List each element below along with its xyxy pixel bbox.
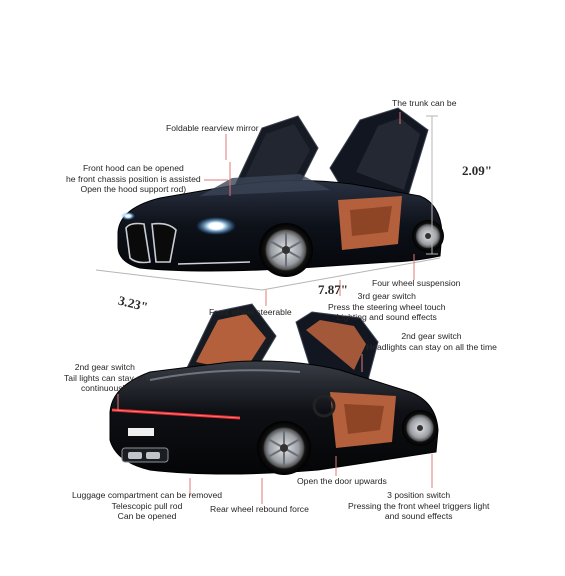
dimension-lines [95,115,441,291]
label-front-hood: Front hood can be opened he front chassi… [66,163,201,194]
label-rear-wheel-rebound: Rear wheel rebound force [210,504,309,514]
label-open-door-upwards: Open the door upwards [297,476,387,486]
label-luggage-compartment: Luggage compartment can be removed Teles… [72,490,223,521]
label-2nd-gear-headlights: 2nd gear switch Headlights can stay on a… [366,331,497,352]
label-rearview-mirror: Foldable rearview mirror [166,123,259,133]
top-grille-left [125,222,151,264]
label-3rd-gear-switch: 3rd gear switch Press the steering wheel… [328,291,446,322]
label-four-wheel-suspension: Four wheel suspension [372,278,461,288]
steering-wheel [312,394,336,418]
label-3-position-switch: 3 position switch Pressing the front whe… [348,490,490,521]
top-car [117,107,444,277]
bottom-car [109,303,439,475]
label-2nd-gear-taillights: 2nd gear switch Tail lights can stay on … [64,362,146,393]
label-trunk: The trunk can be [392,98,457,108]
license-plate [128,428,154,436]
label-front-wheel-steerable: Front wheel steerable [209,307,292,317]
top-grille-right [151,222,177,263]
callout-lines [117,112,433,504]
height-dimension: 2.09" [462,163,492,178]
length-dimension: 7.87" [318,282,348,297]
